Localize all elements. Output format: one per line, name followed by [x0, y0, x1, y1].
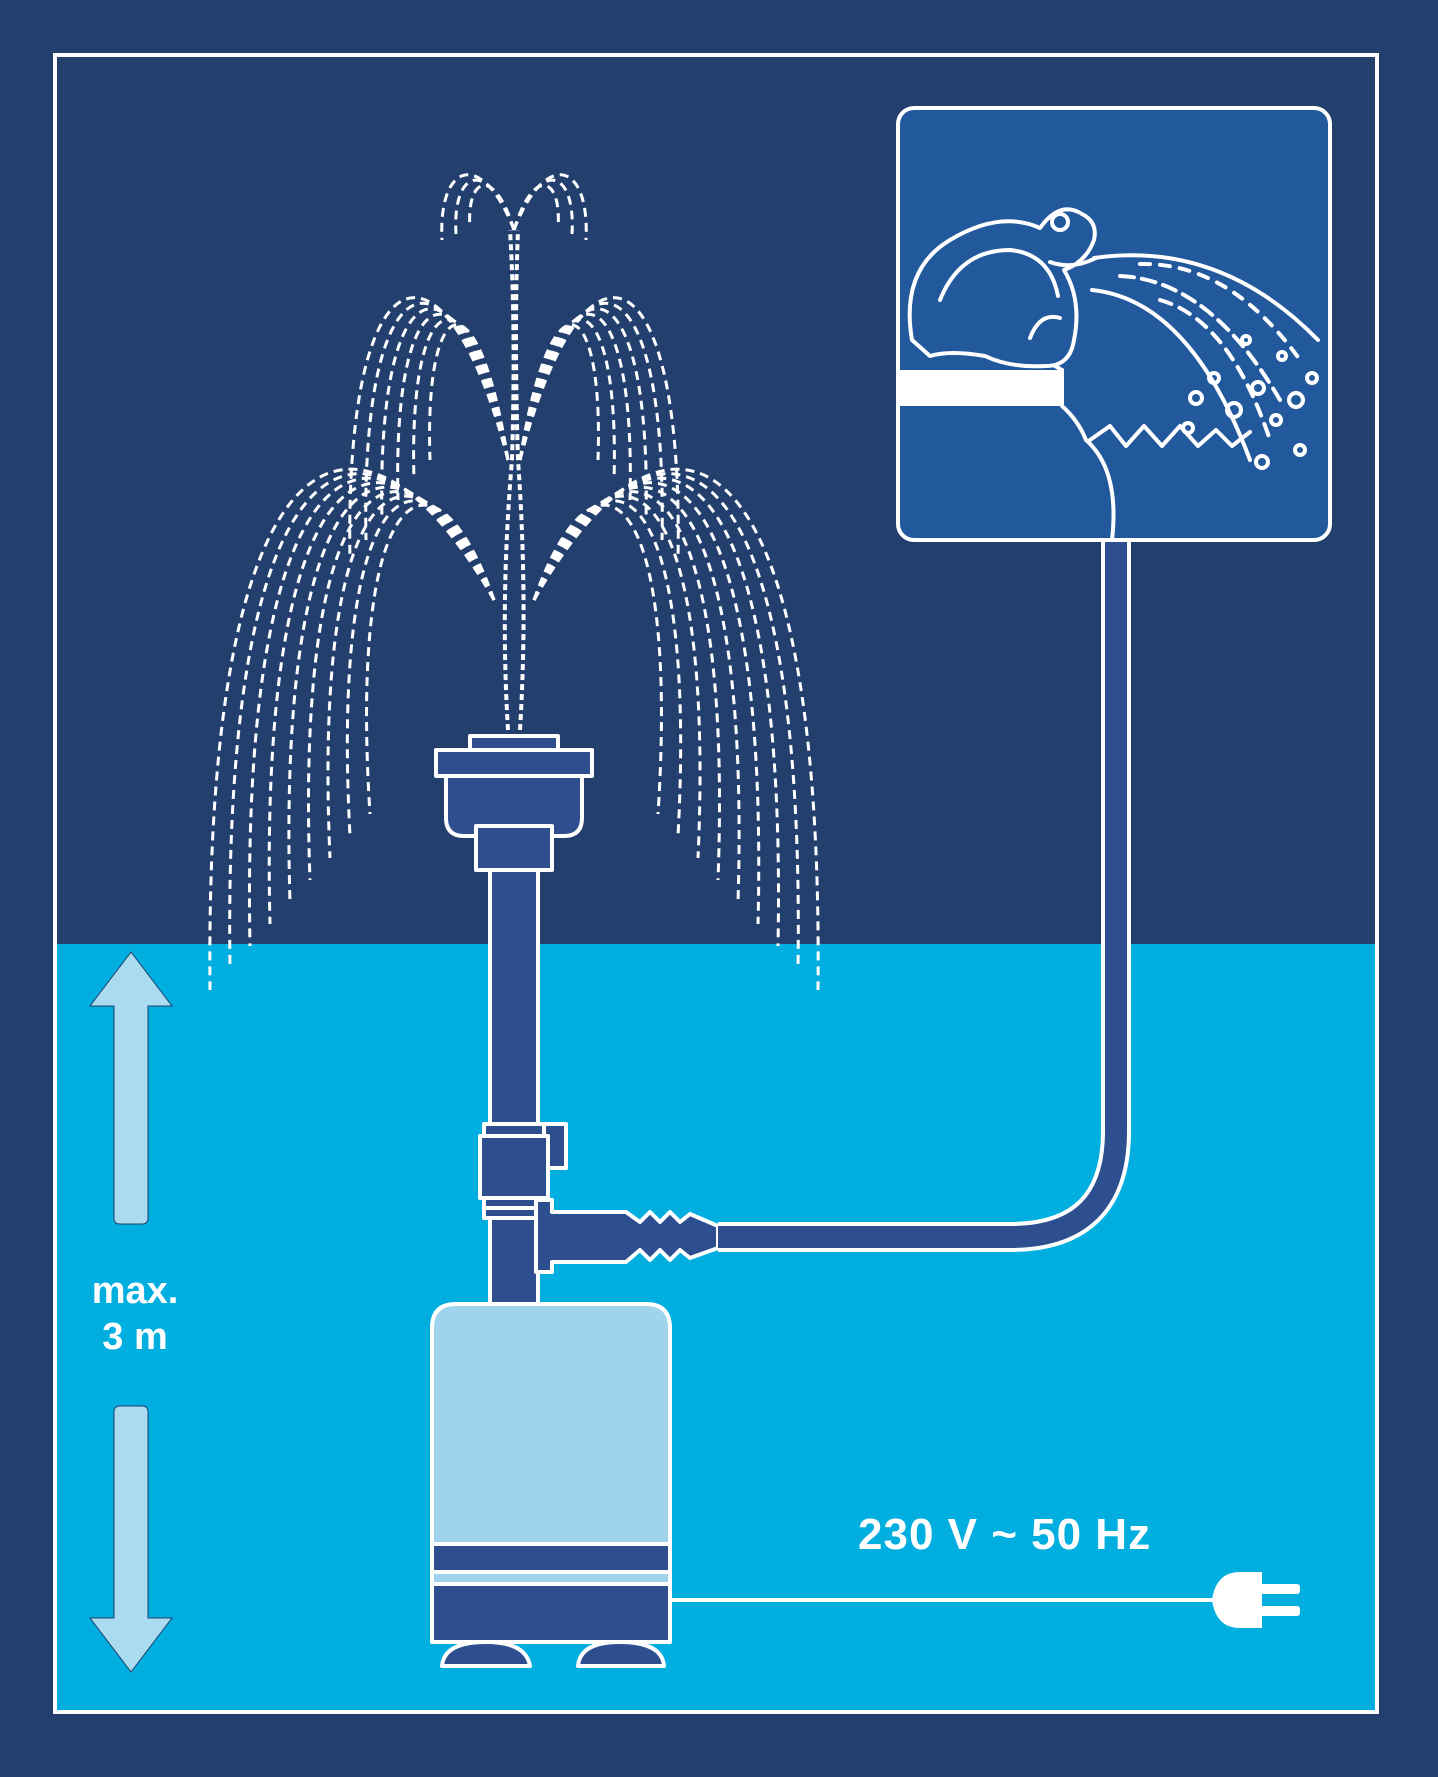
double-arrow-icon: [88, 951, 174, 1673]
spray-arc: [345, 499, 496, 837]
frog-spitter-sign: [896, 106, 1332, 542]
water-area: [55, 944, 1377, 1712]
fountain-jet: [502, 229, 526, 731]
spray-arc: [532, 467, 820, 991]
max-height-line1: max.: [91, 1270, 179, 1312]
spray-arc: [532, 503, 663, 815]
spray-arc: [518, 323, 600, 461]
spray-arc: [468, 184, 516, 231]
spray-arc: [512, 184, 560, 231]
spray-arc: [208, 467, 496, 991]
spray-arc: [364, 301, 510, 541]
max-height-label: max. 3 m: [60, 1268, 210, 1360]
spray-arc: [532, 499, 683, 837]
spray-arc: [518, 301, 664, 541]
power-spec-label: 230 V ~ 50 Hz: [858, 1510, 1152, 1559]
spray-arc: [532, 481, 761, 925]
frog-spitter-icon: [907, 207, 1320, 542]
spray-arc: [396, 312, 510, 501]
spray-arc: [518, 307, 648, 521]
spray-arc: [518, 318, 616, 481]
spray-arc: [512, 173, 588, 241]
spray-arc: [267, 481, 496, 925]
outer-frame: [53, 53, 1379, 1714]
fountain-nozzle: [434, 734, 594, 872]
spray-arc: [440, 173, 516, 241]
spray-arc: [380, 307, 510, 521]
spray-arc: [365, 503, 496, 815]
garden-hose: [718, 540, 1131, 1252]
spray-arc: [532, 494, 702, 859]
power-plug-icon: [1212, 1572, 1300, 1628]
spray-arc: [412, 318, 510, 481]
max-height-line2: 3 m: [102, 1316, 168, 1358]
spray-arc: [428, 323, 510, 461]
fountain-spray-icon: [208, 173, 820, 991]
spray-arc: [326, 494, 496, 859]
spray-arc: [518, 312, 632, 501]
submersible-pump: [430, 1302, 672, 1668]
